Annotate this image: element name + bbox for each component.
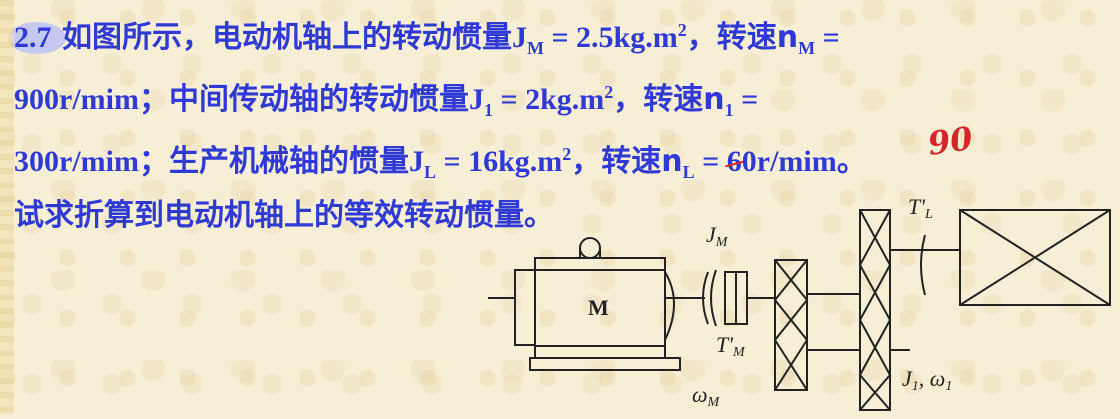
problem-line-1: 2.7 如图所示，电动机轴上的转动惯量JM = 2.5kg.m2，转速nM = — [8, 8, 1114, 70]
jm-symbol: JM = 2.5kg.m2 — [511, 20, 687, 58]
gear-small — [773, 259, 860, 391]
jl-symbol: JL = 16kg.m2 — [408, 144, 572, 182]
problem-line-2: 900r/mim；中间传动轴的转动惯量J1 = 2kg.m2，转速n1 = — [14, 70, 1114, 132]
motor-body — [488, 237, 705, 371]
gear-large — [858, 209, 960, 411]
wm-label: ωM — [692, 382, 721, 410]
load-machine — [920, 209, 1111, 306]
tm-label: T'M — [716, 332, 746, 360]
j1-symbol: J1 = 2kg.m2 — [468, 82, 614, 120]
handwritten-correction: 90 — [925, 119, 975, 163]
nl-struck-digit: 6 — [726, 145, 742, 178]
problem-text-1: 如图所示，电动机轴上的转动惯量 — [61, 20, 512, 55]
jl-label: JL — [948, 190, 966, 194]
j1-w1-label: J1, ω1 — [902, 366, 952, 394]
problem-number: 2.7 — [8, 16, 66, 60]
decorative-left-strip — [0, 0, 14, 414]
motor-label: M — [588, 295, 609, 320]
jm-label: JM — [706, 222, 729, 250]
nm-value: 900r/mim — [14, 83, 139, 116]
problem-statement: 2.7 如图所示，电动机轴上的转动惯量JM = 2.5kg.m2，转速nM = … — [8, 8, 1114, 238]
n1-value: 300r/mim — [14, 145, 139, 178]
problem-question: 试求折算到电动机轴上的等效转动惯量。 — [14, 198, 554, 233]
tl-label: T'L — [908, 194, 933, 222]
drive-system-diagram: M JM T'M — [470, 160, 1120, 414]
nm-label: ，转速nM = — [686, 20, 840, 58]
problem-text-3: ；生产机械轴的惯量 — [138, 144, 409, 179]
n1-label: ，转速n1 = — [613, 82, 759, 120]
problem-line-3: 300r/mim；生产机械轴的惯量JL = 16kg.m2，转速nL = 60r… — [14, 132, 1114, 194]
nl-label: ，转速nL = 60r/mim。 — [571, 144, 867, 182]
problem-line-4: 试求折算到电动机轴上的等效转动惯量。 — [14, 194, 1114, 238]
problem-text-2: ；中间传动轴的转动惯量 — [138, 82, 469, 117]
motor-flywheel — [702, 269, 775, 327]
